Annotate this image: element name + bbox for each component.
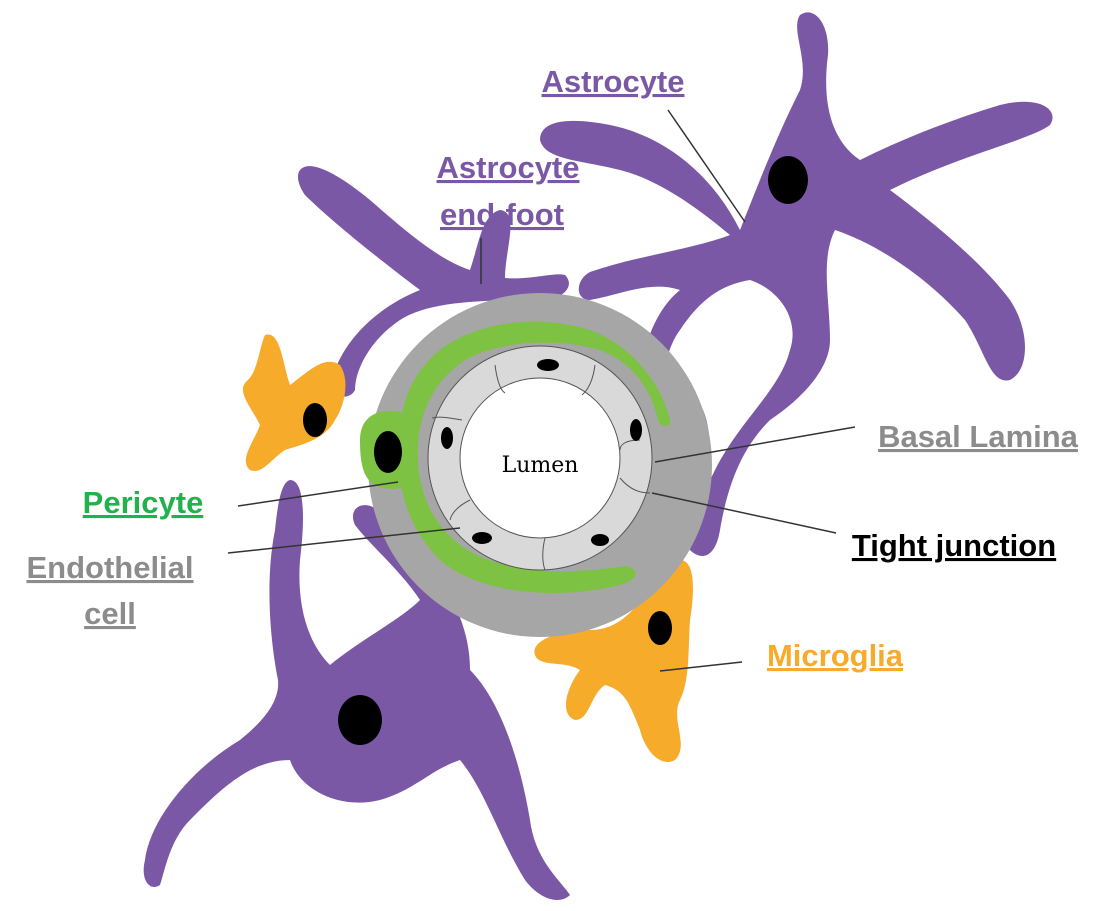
endothelial-nucleus xyxy=(591,534,609,546)
endothelial-nucleus xyxy=(537,359,559,371)
astrocyte-label: Astrocyte xyxy=(542,64,685,99)
endothelial-label-line1: Endothelial xyxy=(26,550,193,585)
microglia-left xyxy=(243,334,346,471)
astrocyte-nucleus xyxy=(338,695,382,745)
endothelial-nucleus xyxy=(441,427,453,449)
basal-lamina-label: Basal Lamina xyxy=(878,419,1079,454)
endothelial-nucleus xyxy=(472,532,492,544)
pericyte-label: Pericyte xyxy=(83,485,204,520)
microglia-nucleus xyxy=(303,403,327,437)
endothelial-label-line2: cell xyxy=(84,596,136,631)
microglia-label: Microglia xyxy=(767,638,904,673)
pericyte-nucleus xyxy=(374,431,402,473)
tight-junction-label: Tight junction xyxy=(852,528,1056,563)
microglia-nucleus xyxy=(648,611,672,645)
astrocyte-endfoot-label-line2: end-foot xyxy=(440,197,564,232)
endothelial-nucleus xyxy=(630,419,642,441)
astrocyte-endfoot-label-line1: Astrocyte xyxy=(437,150,580,185)
microglia-body xyxy=(243,334,346,471)
astrocyte-nucleus xyxy=(768,156,808,204)
lumen-label: Lumen xyxy=(502,453,579,478)
